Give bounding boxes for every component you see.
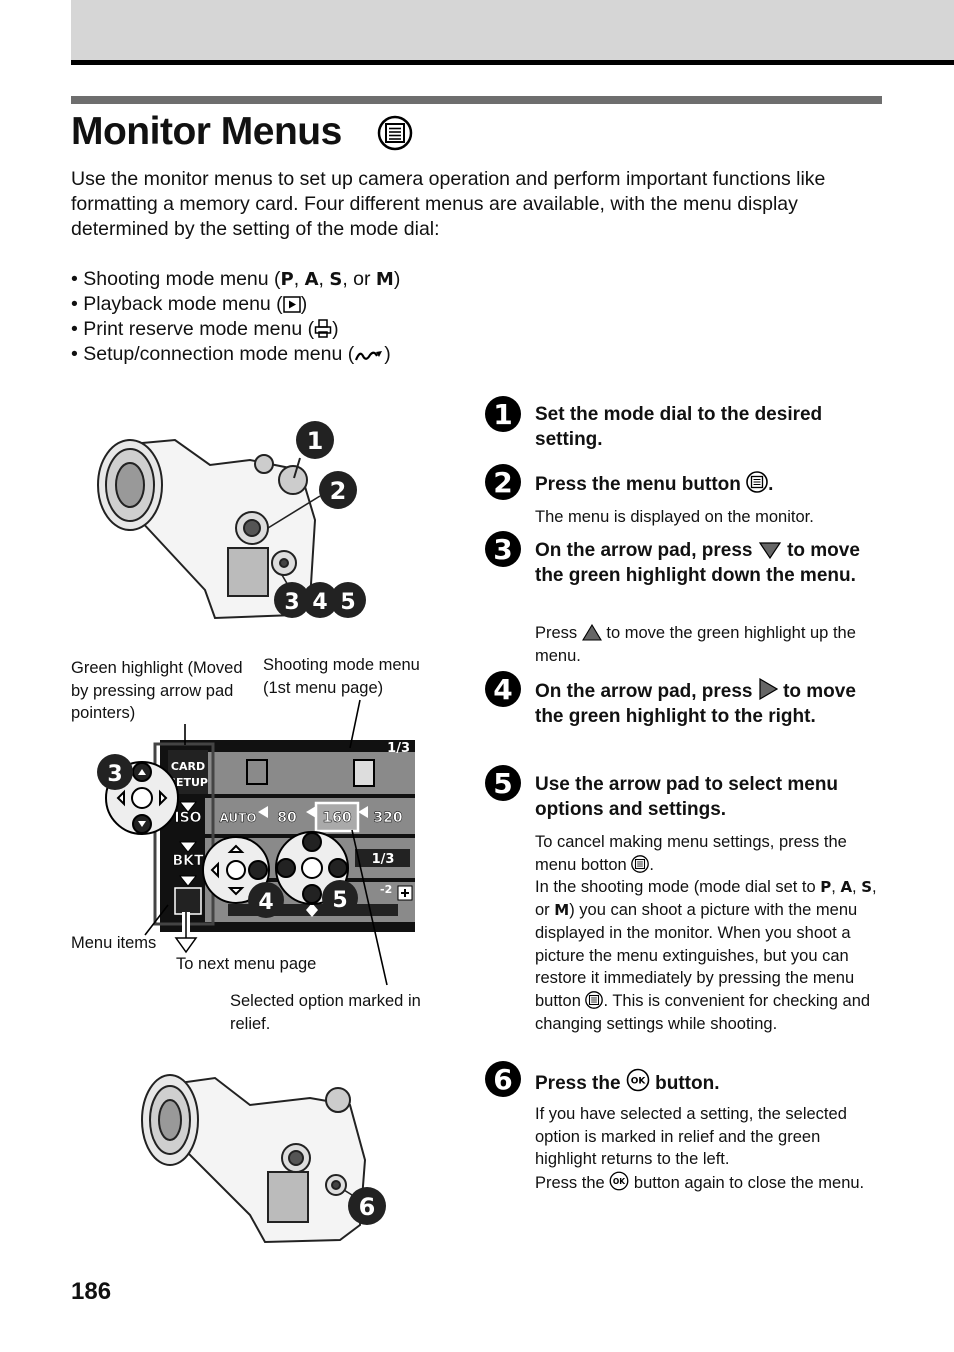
svg-text:SETUP: SETUP xyxy=(168,776,208,789)
arrow-pad-step5 xyxy=(275,831,349,905)
step-6-body: If you have selected a setting, the sele… xyxy=(535,1105,865,1193)
svg-text:BKT: BKT xyxy=(172,853,204,869)
svg-text:320: 320 xyxy=(373,810,402,826)
step-3-number-icon: 3 xyxy=(485,531,521,567)
leader-lines xyxy=(144,699,388,986)
up-arrow-icon xyxy=(581,624,602,641)
step-2-body: The menu is displayed on the monitor. xyxy=(535,508,814,526)
step-4-number-icon: 4 xyxy=(485,671,521,707)
camera-illustration-top xyxy=(97,438,321,620)
camera-illustration-bottom xyxy=(141,1074,367,1244)
svg-text:4: 4 xyxy=(258,890,273,915)
svg-text:5: 5 xyxy=(340,590,355,615)
setup-icon xyxy=(355,351,383,361)
step-1-heading: Set the mode dial to the desired setting… xyxy=(535,404,823,450)
trash-icon xyxy=(246,759,268,785)
svg-text:80: 80 xyxy=(277,810,297,826)
svg-text:3: 3 xyxy=(107,762,122,787)
callout-badge-step4: 4 xyxy=(248,882,284,918)
ok-button-icon: OK xyxy=(609,1171,629,1191)
page-title: Monitor Menus xyxy=(71,110,342,153)
list-item-setup: • Setup/connection mode menu () xyxy=(71,343,391,365)
right-arrow-icon xyxy=(759,678,778,700)
svg-text:5: 5 xyxy=(493,767,512,800)
step-3-heading: On the arrow pad, press to move the gree… xyxy=(535,540,860,586)
step-3-body: Press to move the green highlight up the… xyxy=(535,624,856,665)
callout-menu-items: Menu items xyxy=(71,934,157,952)
arrow-pad-step4 xyxy=(202,836,270,904)
list-item-print: • Print reserve mode menu () xyxy=(71,318,339,340)
step-1-number-icon: 1 xyxy=(485,396,521,432)
menu-button-icon xyxy=(631,854,650,873)
card-icon xyxy=(353,759,375,787)
step-2-heading: Press the menu button . xyxy=(535,471,883,497)
callout-badge-step3: 3 xyxy=(97,754,133,790)
svg-text:1: 1 xyxy=(493,398,512,431)
page-number: 186 xyxy=(71,1278,112,1305)
svg-text:6: 6 xyxy=(493,1063,512,1096)
step-6-number-icon: 6 xyxy=(485,1061,521,1097)
svg-text:1/3: 1/3 xyxy=(372,852,395,867)
svg-text:4: 4 xyxy=(493,673,512,706)
step-6-heading: Press the OK button. xyxy=(535,1068,883,1096)
down-arrow-icon xyxy=(758,542,781,559)
svg-text:ISO: ISO xyxy=(174,810,201,826)
svg-text:2: 2 xyxy=(493,466,512,499)
menu-button-icon xyxy=(585,991,604,1009)
header-band xyxy=(71,0,954,60)
callout-selected-option: Selected option marked in relief. xyxy=(230,992,421,1033)
callout-badge-step5: 5 xyxy=(322,880,358,916)
step-2-number-icon: 2 xyxy=(485,464,521,500)
callout-green-highlight: Green highlight (Moved by pressing arrow… xyxy=(71,659,243,722)
menu-button-icon xyxy=(377,115,413,151)
step-5-heading: Use the arrow pad to select menu options… xyxy=(535,774,839,820)
list-item-shooting: • Shooting mode menu (P, A, S, or M) xyxy=(71,268,401,290)
callout-next-menu-page: To next menu page xyxy=(176,955,317,973)
svg-text:3: 3 xyxy=(493,533,512,566)
svg-text:4: 4 xyxy=(312,590,327,615)
print-icon xyxy=(314,319,332,338)
menu-page-indicator: 1/3 xyxy=(387,741,410,756)
header-rule xyxy=(71,60,954,65)
svg-text:3: 3 xyxy=(284,590,299,615)
callout-badge-1: 1 xyxy=(296,421,334,459)
intro-paragraph: Use the monitor menus to set up camera o… xyxy=(71,168,826,240)
camera-menu-diagram: 1 2 3 4 5 1/3 CARD SETUP ISO BKT AUTO xyxy=(97,421,415,1244)
list-item-playback: • Playback mode menu () xyxy=(71,293,308,315)
callout-shooting-mode-menu: Shooting mode menu (1st menu page) xyxy=(263,656,420,697)
svg-text:OK: OK xyxy=(613,1177,626,1186)
callout-badge-2: 2 xyxy=(319,471,357,509)
svg-text:5: 5 xyxy=(332,888,347,913)
svg-text:1: 1 xyxy=(307,427,324,455)
monitor-menu-screen: 1/3 CARD SETUP ISO BKT AUTO 80 160 320 1… xyxy=(153,740,415,954)
svg-text:OK: OK xyxy=(631,1077,647,1087)
ok-button-icon: OK xyxy=(626,1068,650,1092)
svg-text:2: 2 xyxy=(330,477,347,505)
callout-badge-6: 6 xyxy=(348,1187,386,1225)
svg-text:CARD: CARD xyxy=(171,760,205,773)
svg-text:-2: -2 xyxy=(380,883,392,896)
step-5-body: To cancel making menu settings, press th… xyxy=(535,833,877,1033)
step-5-number-icon: 5 xyxy=(485,765,521,801)
svg-text:AUTO: AUTO xyxy=(219,811,256,825)
menu-types-list: • Shooting mode menu (P, A, S, or M) • P… xyxy=(71,267,400,367)
menu-button-icon xyxy=(746,471,768,493)
step-4-heading: On the arrow pad, press to move the gree… xyxy=(535,678,883,729)
title-rule xyxy=(71,96,882,104)
svg-text:160: 160 xyxy=(322,810,351,826)
svg-text:6: 6 xyxy=(359,1193,376,1221)
callout-badge-345: 3 4 5 xyxy=(274,582,366,618)
playback-icon xyxy=(282,296,301,313)
